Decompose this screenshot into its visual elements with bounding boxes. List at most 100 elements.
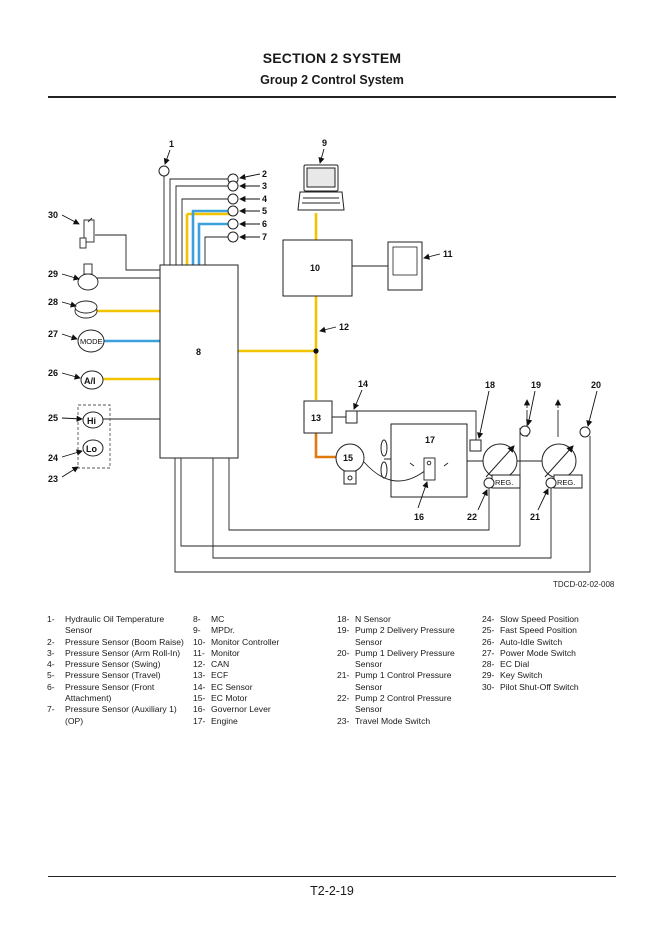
- legend-item: 8- MC: [193, 614, 333, 625]
- legend-text: EC Sensor: [211, 681, 253, 692]
- legend-number: 13-: [193, 670, 206, 681]
- callout-leaders: [61, 148, 598, 511]
- legend-item: 20- Pump 1 Delivery Pressure Sensor: [337, 648, 477, 671]
- legend-number: 22-: [337, 693, 350, 704]
- legend-number: 23-: [337, 715, 350, 726]
- callout-19: 19: [531, 380, 541, 390]
- legend-item: 13-ECF: [193, 670, 333, 681]
- legend-item: 2-Pressure Sensor (Boom Raise): [47, 637, 193, 648]
- legend-text: Governor Lever: [211, 704, 271, 715]
- legend-number: 15-: [193, 693, 206, 704]
- n-sensor: [469, 439, 482, 452]
- legend-item: 26-Auto-Idle Switch: [482, 637, 616, 648]
- callout-12: 12: [339, 322, 349, 332]
- legend-item: 10- Monitor Controller: [193, 637, 333, 648]
- callout-24: 24: [48, 453, 58, 463]
- legend-text: Fast Speed Position: [500, 625, 577, 636]
- legend-number: 27-: [482, 647, 495, 658]
- callout-28: 28: [48, 297, 58, 307]
- legend-column-1: 1-Hydraulic Oil Temperature Sensor 2-Pre…: [47, 614, 193, 727]
- legend-text: EC Motor: [211, 693, 248, 704]
- legend-number: 20-: [337, 647, 350, 658]
- control-system-diagram: REG. REG. MODE A/I Hi: [48, 138, 615, 589]
- legend-text: Pump 1 Control Pressure Sensor: [355, 670, 452, 692]
- legend-number: 16-: [193, 704, 206, 715]
- callout-4: 4: [262, 194, 267, 204]
- legend-item: 16- Governor Lever: [193, 704, 333, 715]
- header-rule: [48, 96, 616, 98]
- legend-text: MC: [211, 614, 225, 624]
- reference-code: TDCD-02-02-008: [553, 580, 615, 589]
- legend-item: 18-N Sensor: [337, 614, 477, 625]
- callout-2: 2: [262, 169, 267, 179]
- pumps: [467, 443, 577, 479]
- callout-14: 14: [358, 379, 368, 389]
- legend-item: 25- Fast Speed Position: [482, 625, 616, 636]
- callout-26: 26: [48, 368, 58, 378]
- legend-number: 4-: [47, 659, 55, 670]
- legend-item: 29-Key Switch: [482, 670, 616, 681]
- blue-signal-lines: [103, 209, 230, 343]
- legend-number: 8-: [193, 614, 201, 624]
- legend-item: 17-Engine: [193, 716, 333, 727]
- legend-number: 26-: [482, 636, 495, 647]
- legend-text: Pressure Sensor (Front Attachment): [65, 681, 155, 704]
- footer-rule: [48, 876, 616, 877]
- callout-30: 30: [48, 210, 58, 220]
- legend-number: 30-: [482, 681, 495, 692]
- legend-item: 21-Pump 1 Control Pressure Sensor: [337, 670, 477, 693]
- callout-9: 9: [322, 138, 327, 148]
- legend-column-2: 8- MC 9-MPDr. 10- Monitor Controller 11- Mo…: [193, 614, 333, 727]
- pump-sensors: [483, 425, 591, 489]
- legend-item: 7-Pressure Sensor (Auxiliary 1) (OP): [47, 704, 193, 727]
- hi-switch: [82, 411, 104, 429]
- key-switch-icon: [77, 263, 99, 291]
- reg-label-right: REG.: [557, 478, 575, 487]
- callout-3: 3: [262, 181, 267, 191]
- section-title: SECTION 2 SYSTEM: [262, 50, 402, 66]
- legend-text: Power Mode Switch: [500, 647, 576, 658]
- legend-item: 22-Pump 2 Control Pressure Sensor: [337, 693, 477, 716]
- callout-17: 17: [425, 435, 435, 445]
- legend-item: 9-MPDr.: [193, 625, 333, 636]
- laptop-icon: [297, 164, 345, 211]
- legend-text: Travel Mode Switch: [355, 715, 431, 726]
- power-mode-switch: [77, 329, 105, 353]
- hi-label: Hi: [87, 416, 96, 426]
- callout-23: 23: [48, 474, 58, 484]
- governor-cable: [363, 461, 427, 482]
- callout-29: 29: [48, 269, 58, 279]
- legend-text: Engine: [211, 715, 238, 726]
- callout-27: 27: [48, 329, 58, 339]
- fan-icon: [380, 439, 391, 479]
- legend-number: 7-: [47, 704, 55, 715]
- legend-item: 19- Pump 2 Delivery Pressure Sensor: [337, 625, 477, 648]
- legend-text: Monitor Controller: [211, 636, 280, 647]
- legend-text: Monitor: [211, 647, 240, 658]
- legend-number: 1-: [47, 614, 55, 624]
- legend-number: 10-: [193, 636, 206, 647]
- legend-number: 6-: [47, 681, 55, 692]
- legend-item: 1-Hydraulic Oil Temperature Sensor: [47, 614, 193, 637]
- legend-item: 24-Slow Speed Position: [482, 614, 616, 625]
- legend-number: 19-: [337, 625, 350, 636]
- legend-text: N Sensor: [355, 614, 391, 624]
- orange-signal-line: [314, 432, 336, 459]
- legend-text: Pump 2 Delivery Pressure Sensor: [355, 625, 455, 647]
- ec-sensor: [345, 410, 358, 424]
- legend-item: 6- Pressure Sensor (Front Attachment): [47, 682, 193, 705]
- callout-25: 25: [48, 413, 58, 423]
- mc-box: [159, 264, 239, 459]
- can-junction: [313, 348, 319, 354]
- callout-11: 11: [443, 249, 453, 259]
- legend-number: 11-: [193, 647, 205, 658]
- callout-10: 10: [310, 263, 320, 273]
- mode-label: MODE: [80, 337, 103, 346]
- monitor-controller-box: [282, 239, 353, 297]
- callout-8: 8: [196, 347, 201, 357]
- legend-number: 25-: [482, 625, 495, 636]
- legend-text: MPDr.: [211, 625, 235, 636]
- legend-text: Pump 1 Delivery Pressure Sensor: [355, 647, 455, 670]
- legend-number: 14-: [193, 681, 206, 692]
- callout-13: 13: [311, 413, 321, 423]
